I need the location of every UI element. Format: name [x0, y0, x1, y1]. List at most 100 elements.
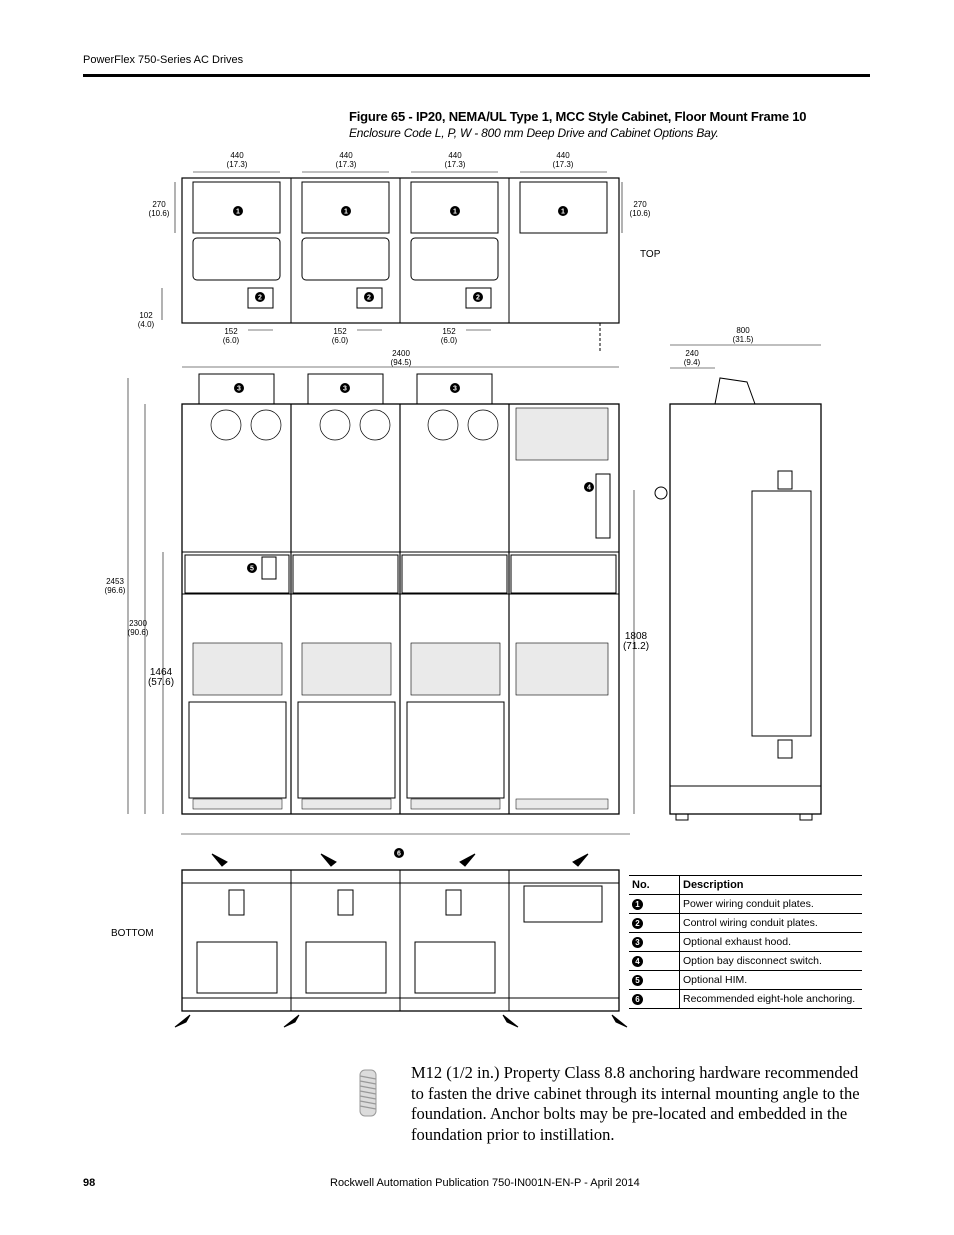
- dim-152-1-in: (6.0): [223, 336, 240, 345]
- dim-102-in: (4.0): [138, 320, 155, 329]
- callout-3b: [340, 383, 350, 393]
- callout-2b: [364, 292, 374, 302]
- callout-4-text: 4: [587, 485, 591, 492]
- dim-152-3: 152: [442, 327, 456, 336]
- callout-2a-text: 2: [258, 295, 262, 302]
- top-view-callouts: 1 1 1 1 2 2 2: [233, 206, 568, 302]
- dim-1808: 1808: [625, 631, 648, 642]
- callout-5-text: 5: [250, 566, 254, 573]
- callout-6: [394, 848, 404, 858]
- dim-270-right: 270: [633, 200, 647, 209]
- anchoring-note: M12 (1/2 in.) Property Class 8.8 anchori…: [411, 1063, 860, 1144]
- dim-440-2: 440: [339, 151, 353, 160]
- callout-2c-text: 2: [476, 295, 480, 302]
- dim-440-1: 440: [230, 151, 244, 160]
- callout-2c: [473, 292, 483, 302]
- dim-2300-in: (90.6): [128, 628, 149, 637]
- bottom-view: [174, 853, 628, 1028]
- legend-row-description: Control wiring conduit plates.: [679, 913, 862, 933]
- legend-row-number: 3: [629, 932, 680, 952]
- legend-row-description: Recommended eight-hole anchoring.: [679, 989, 862, 1009]
- view-label-top: TOP: [640, 249, 661, 260]
- view-label-bottom: BOTTOM: [111, 928, 154, 939]
- legend-row: 5 Optional HIM.: [629, 970, 862, 990]
- bolt-icon: [359, 1069, 377, 1117]
- callout-3b-text: 3: [343, 386, 347, 393]
- front-view: [181, 373, 620, 815]
- legend-row-number: 5: [629, 970, 680, 990]
- callout-1d: [558, 206, 568, 216]
- top-view-dim-labels: 440 (17.3) 440 (17.3) 440 (17.3) 440 (17…: [138, 151, 661, 345]
- dim-440-3: 440: [448, 151, 462, 160]
- dim-800-in: (31.5): [733, 335, 754, 344]
- legend-header-row: No. Description: [629, 875, 862, 895]
- callout-3a: [234, 383, 244, 393]
- legend-row-description: Power wiring conduit plates.: [679, 894, 862, 914]
- legend-row-description: Optional HIM.: [679, 970, 862, 990]
- dim-440-2-in: (17.3): [336, 160, 357, 169]
- callout-3c-text: 3: [453, 386, 457, 393]
- legend-row-number: 2: [629, 913, 680, 933]
- callout-1c-text: 1: [453, 209, 457, 216]
- top-view-dimensions: [161, 171, 623, 331]
- callout-4: [584, 482, 594, 492]
- side-view: [654, 377, 822, 821]
- dim-270-right-in: (10.6): [630, 209, 651, 218]
- callout-1a-text: 1: [236, 209, 240, 216]
- dim-270-left-in: (10.6): [149, 209, 170, 218]
- legend-row: 3 Optional exhaust hood.: [629, 932, 862, 952]
- callout-2a: [255, 292, 265, 302]
- dim-152-2: 152: [333, 327, 347, 336]
- dim-440-1-in: (17.3): [227, 160, 248, 169]
- dim-1808-in: (71.2): [623, 641, 649, 652]
- front-view-dim-labels: 2400 (94.5) 2453 (96.6) 2300 (90.6) 1464…: [105, 349, 412, 688]
- callout-5: [247, 563, 257, 573]
- callout-3c: [450, 383, 460, 393]
- callout-legend-table: No. Description 1 Power wiring conduit p…: [629, 875, 862, 1009]
- running-header: PowerFlex 750-Series AC Drives: [83, 54, 244, 66]
- side-view-dimensions: [633, 344, 821, 814]
- figure-title: Figure 65 - IP20, NEMA/UL Type 1, MCC St…: [349, 109, 807, 124]
- legend-row-number: 1: [629, 894, 680, 914]
- legend-row: 2 Control wiring conduit plates.: [629, 913, 862, 933]
- dim-1464-in: (57.6): [148, 677, 174, 688]
- callout-1b-text: 1: [344, 209, 348, 216]
- legend-row-number: 6: [629, 989, 680, 1009]
- callout-1b: [341, 206, 351, 216]
- figure-subtitle: Enclosure Code L, P, W - 800 mm Deep Dri…: [349, 126, 719, 140]
- legend-row-number: 4: [629, 951, 680, 971]
- front-view-callouts: 3 3 3 4 5: [234, 383, 594, 573]
- legend-row-description: Option bay disconnect switch.: [679, 951, 862, 971]
- side-view-dim-labels: 800 (31.5) 240 (9.4) 1808 (71.2): [623, 326, 754, 652]
- dim-440-3-in: (17.3): [445, 160, 466, 169]
- callout-1d-text: 1: [561, 209, 565, 216]
- legend-row: 1 Power wiring conduit plates.: [629, 894, 862, 914]
- legend-row: 6 Recommended eight-hole anchoring.: [629, 989, 862, 1009]
- dim-270-left: 270: [152, 200, 166, 209]
- publication-footer: Rockwell Automation Publication 750-IN00…: [330, 1177, 640, 1189]
- legend-row-description: Optional exhaust hood.: [679, 932, 862, 952]
- top-view: [181, 177, 620, 353]
- header-rule: [83, 74, 870, 77]
- dim-240: 240: [685, 349, 699, 358]
- dim-800: 800: [736, 326, 750, 335]
- legend-col-description: Description: [679, 875, 862, 895]
- dim-152-2-in: (6.0): [332, 336, 349, 345]
- dim-152-3-in: (6.0): [441, 336, 458, 345]
- dim-102: 102: [139, 311, 153, 320]
- legend-row: 4 Option bay disconnect switch.: [629, 951, 862, 971]
- front-view-dimensions: [127, 366, 630, 835]
- bottom-view-labels: 6 BOTTOM: [111, 848, 404, 939]
- callout-1a: [233, 206, 243, 216]
- dim-2453: 2453: [106, 577, 124, 586]
- dim-440-4-in: (17.3): [553, 160, 574, 169]
- dim-2300: 2300: [129, 619, 147, 628]
- dim-1464: 1464: [150, 667, 173, 678]
- callout-2b-text: 2: [367, 295, 371, 302]
- callout-3a-text: 3: [237, 386, 241, 393]
- dim-2453-in: (96.6): [105, 586, 126, 595]
- legend-col-no: No.: [629, 875, 680, 895]
- dim-2400-in: (94.5): [391, 358, 412, 367]
- dim-440-4: 440: [556, 151, 570, 160]
